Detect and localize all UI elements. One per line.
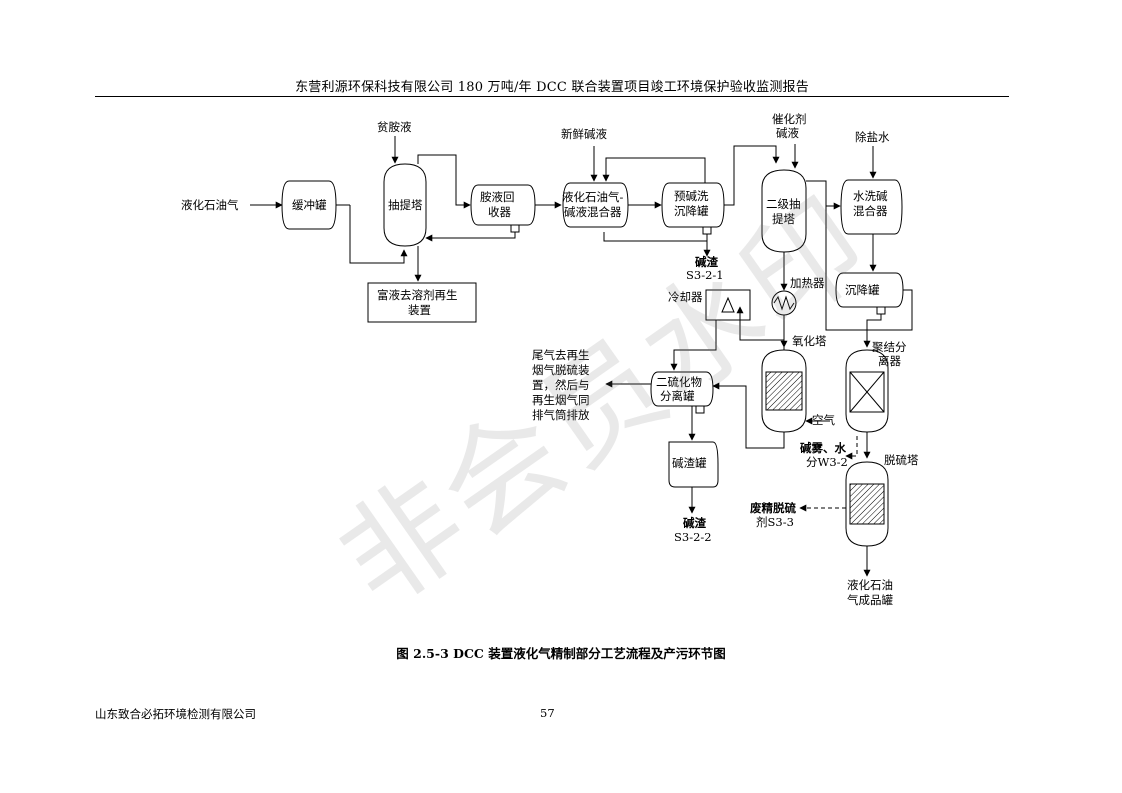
page-header: 东营利源环保科技有限公司 180 万吨/年 DCC 联合装置项目竣工环境保护验收… [295,80,809,95]
air-label: 空气 [812,413,835,427]
tail-gas-label-1: 尾气去再生 [532,348,590,362]
s322-code: S3-2-2 [674,530,712,544]
secondary-tower-label-1: 二级抽 [766,197,801,211]
lean-amine-label: 贫胺液 [377,120,412,134]
s33-label-2: 剂S3-3 [756,515,794,529]
water-mixer-label-1: 水洗碱 [853,189,888,203]
w32-label-1: 碱雾、水 [800,441,846,455]
lpg-mixer-label-2: 碱液混合器 [564,205,622,219]
product-label-2: 气成品罐 [847,593,893,607]
rich-regen-label-2: 装置 [408,303,431,317]
water-mixer-label-2: 混合器 [853,204,888,218]
catalyst-label-1: 催化剂 [772,112,807,126]
fresh-caustic-label: 新鲜碱液 [561,127,607,141]
tail-gas-label-2: 烟气脱硫装 [532,363,590,377]
lpg-feed-label: 液化石油气 [181,198,239,212]
header-rule [95,96,1009,97]
catalyst-label-2: 碱液 [776,126,799,140]
rich-regen-label-1: 富液去溶剂再生 [377,288,458,302]
s321-label: 碱渣 [695,255,718,269]
prewash-label-1: 预碱洗 [674,189,709,203]
amine-recovery-label-1: 胺液回 [480,190,515,204]
lpg-mixer-label-1: 液化石油气- [562,190,623,204]
w32-label-2: 分W3-2 [806,455,848,469]
prewash-label-2: 沉降罐 [674,204,709,218]
tail-gas-label-3: 置，然后与 [532,378,590,392]
figure-caption: 图 2.5-3 DCC 装置液化气精制部分工艺流程及产污环节图 [396,646,726,661]
product-label-1: 液化石油 [847,578,893,592]
coalescer-label-1: 聚结分 [872,340,907,354]
s322-label: 碱渣 [683,516,706,530]
s33-label-1: 废精脱硫 [750,501,796,515]
caustic-residue-tank-label: 碱渣罐 [672,456,707,470]
tail-gas-label-5: 排气筒排放 [532,408,590,422]
cooler-label: 冷却器 [668,290,703,304]
disulfide-label-1: 二硫化物 [656,375,702,389]
oxidation-tower-label: 氧化塔 [792,334,827,348]
amine-recovery-label-2: 收器 [488,205,511,219]
desulfur-tower-label: 脱硫塔 [884,453,919,467]
desalted-water-label: 除盐水 [855,130,890,144]
page-number: 57 [540,706,555,720]
buffer-tank-label: 缓冲罐 [292,198,327,212]
disulfide-label-2: 分离罐 [660,389,695,403]
extraction-tower-label: 抽提塔 [388,198,423,212]
tail-gas-label-4: 再生烟气同 [532,393,590,407]
secondary-tower-label-2: 提塔 [772,212,795,226]
footer-company: 山东致合必拓环境检测有限公司 [95,707,256,721]
settling-tank-label: 沉降罐 [845,283,880,297]
heater-label: 加热器 [790,276,825,290]
s321-code: S3-2-1 [686,268,724,282]
coalescer-label-2: 离器 [878,354,901,368]
